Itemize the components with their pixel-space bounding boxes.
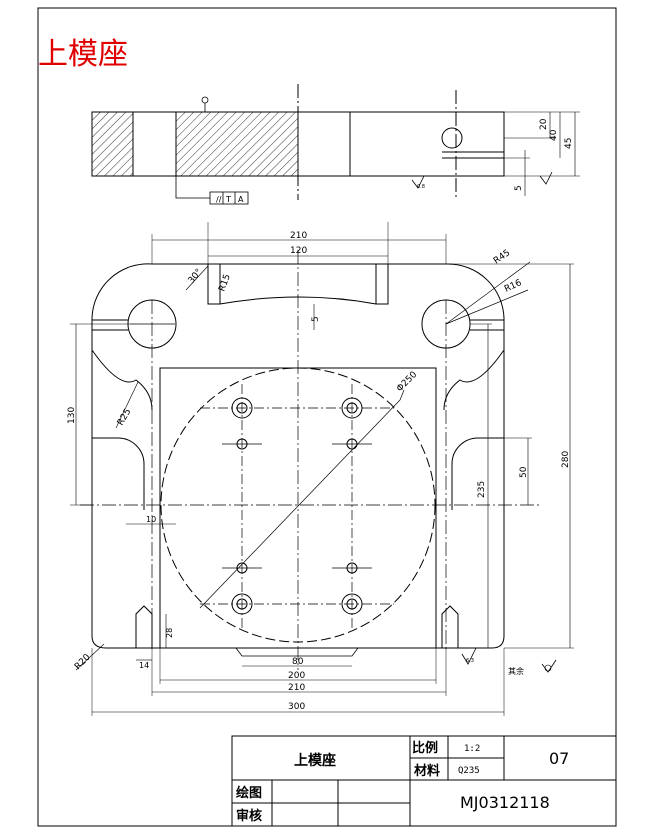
label-r16: R16 bbox=[503, 278, 524, 295]
drawing-number: MJ0312118 bbox=[460, 793, 550, 812]
checked-label: 审核 bbox=[236, 808, 262, 824]
left-arc bbox=[91, 349, 153, 411]
roughness-symbol bbox=[411, 175, 425, 189]
scale-label: 比例 bbox=[412, 740, 438, 756]
tolerance-leader bbox=[175, 176, 210, 199]
hatch-left bbox=[91, 111, 134, 177]
material-value: Q235 bbox=[458, 766, 480, 776]
title-block bbox=[231, 735, 617, 827]
title-block-text: 上模座 比例 1:2 材料 Q235 07 绘图 审核 MJ0312118 bbox=[236, 740, 569, 824]
tolerance-parallel: // bbox=[216, 195, 222, 204]
plan-view bbox=[70, 222, 574, 716]
r20-leader bbox=[75, 643, 105, 671]
label-r25: R25 bbox=[116, 407, 134, 427]
bottom-slot-left bbox=[135, 605, 153, 648]
hatch-middle bbox=[175, 111, 299, 177]
dim-20: 20 bbox=[539, 118, 549, 130]
dim-10: 10 bbox=[146, 515, 156, 524]
dim-235: 235 bbox=[477, 481, 487, 498]
dim-50: 50 bbox=[519, 466, 529, 478]
dim-200: 200 bbox=[288, 671, 305, 681]
left-notch bbox=[92, 437, 145, 510]
r25-leader bbox=[115, 381, 139, 429]
dim-40: 40 bbox=[549, 129, 559, 141]
label-30deg: 30° bbox=[187, 267, 205, 286]
roughness-symbol bbox=[461, 647, 477, 665]
tolerance-frame bbox=[209, 191, 249, 205]
sheet-number: 07 bbox=[549, 749, 569, 768]
pin-hole bbox=[441, 127, 463, 149]
section-view bbox=[91, 84, 580, 205]
bottom-slot-right bbox=[441, 605, 459, 648]
roughness-value: 6.3 bbox=[466, 658, 474, 664]
drawn-label: 绘图 bbox=[236, 785, 262, 801]
title-block-frame bbox=[231, 735, 617, 827]
page-title: 上模座 bbox=[38, 37, 128, 72]
label-r20: R20 bbox=[73, 652, 93, 672]
part-name: 上模座 bbox=[294, 752, 336, 769]
roughness-value: 0.8 bbox=[417, 184, 425, 190]
dim-5-top: 5 bbox=[514, 185, 524, 191]
dim-210-bottom: 210 bbox=[288, 683, 305, 693]
dim-28: 28 bbox=[165, 628, 174, 638]
dim-210-top: 210 bbox=[290, 231, 307, 241]
diameter-leader bbox=[199, 399, 401, 609]
bottom-recess bbox=[235, 647, 359, 657]
dim-14: 14 bbox=[139, 661, 149, 670]
plate-outline bbox=[91, 263, 505, 649]
dim-45: 45 bbox=[564, 138, 574, 149]
tolerance-symbol-t: T bbox=[225, 195, 231, 204]
dim-280: 280 bbox=[561, 451, 571, 468]
label-dia250: Φ250 bbox=[395, 370, 419, 394]
material-label: 材料 bbox=[414, 763, 440, 779]
right-arc bbox=[443, 349, 505, 411]
right-notch bbox=[451, 437, 504, 510]
r16-leader bbox=[445, 289, 529, 325]
roughness-circle bbox=[544, 664, 552, 672]
flatness-symbol bbox=[539, 171, 553, 185]
top-slot bbox=[207, 264, 389, 305]
section-view-labels: // T A 0.8 20 40 45 5 bbox=[216, 118, 574, 204]
rest-label: 其余 bbox=[508, 666, 524, 676]
diameter-leader bbox=[399, 389, 405, 401]
angle-leader bbox=[185, 265, 209, 291]
dim-300: 300 bbox=[288, 702, 305, 712]
dim-130: 130 bbox=[67, 407, 77, 424]
dim-120: 120 bbox=[290, 246, 307, 256]
roughness-symbol-rest bbox=[541, 659, 557, 673]
datum-mark bbox=[201, 96, 209, 104]
dim-5-plan: 5 bbox=[311, 316, 321, 322]
tolerance-datum-a: A bbox=[238, 195, 244, 204]
r45-leader bbox=[445, 261, 531, 325]
dim-80: 80 bbox=[292, 657, 304, 667]
label-r45: R45 bbox=[492, 248, 512, 266]
scale-value: 1:2 bbox=[464, 744, 480, 754]
